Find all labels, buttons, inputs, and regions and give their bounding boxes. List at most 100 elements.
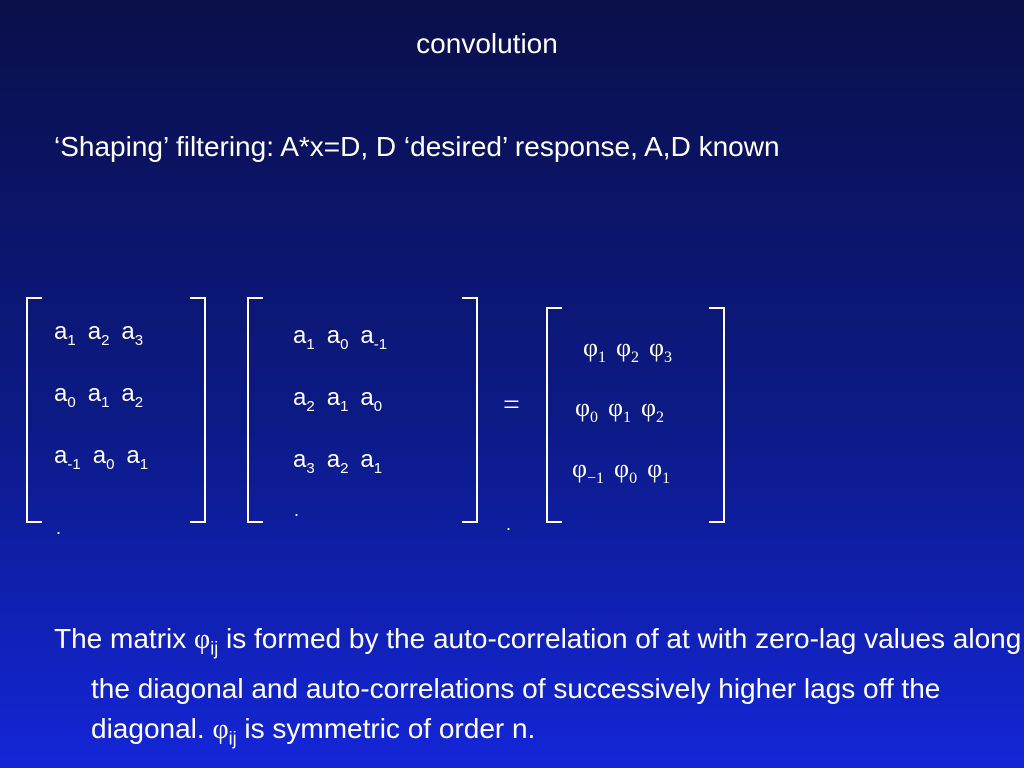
- matrix-cell: φ2: [641, 393, 664, 426]
- cell-subscript: 0: [590, 409, 599, 427]
- matrix-cell: a2: [121, 380, 143, 411]
- cell-base: φ: [608, 393, 624, 422]
- cell-subscript: 3: [664, 349, 673, 367]
- matrix-cell: φ0: [575, 393, 598, 426]
- cell-subscript: 0: [629, 470, 638, 488]
- phi-symbol: φ: [212, 713, 229, 745]
- cell-base: φ: [572, 454, 588, 483]
- phi-subscript: ij: [228, 728, 237, 749]
- cell-base: a: [54, 318, 68, 345]
- matrix-a-left-bracket: [26, 297, 42, 523]
- cell-subscript: -1: [67, 455, 81, 473]
- cell-base: φ: [649, 333, 665, 362]
- phi-subscript: ij: [210, 638, 219, 659]
- cell-subscript: 3: [134, 331, 144, 349]
- matrix-b-left-bracket: [247, 297, 263, 523]
- cell-subscript: 1: [67, 331, 76, 349]
- matrix-cell: φ3: [649, 333, 672, 366]
- matrix-cell: a2: [326, 446, 349, 477]
- cell-base: a: [54, 380, 68, 407]
- cell-base: a: [87, 318, 102, 345]
- cell-subscript: 1: [662, 470, 671, 488]
- cell-subscript: 2: [340, 459, 349, 477]
- matrix-cell: a3: [293, 446, 315, 477]
- cell-subscript: 1: [598, 349, 607, 367]
- matrix-phi-left-bracket: [546, 307, 562, 523]
- cell-base: φ: [575, 393, 591, 422]
- matrix-cell: φ0: [614, 454, 637, 487]
- cell-subscript: 3: [306, 459, 315, 477]
- cell-subscript: 1: [623, 409, 632, 427]
- slide-title: convolution: [416, 28, 558, 59]
- matrix-cell: φ1: [647, 454, 670, 487]
- matrix-cell: a0: [54, 380, 76, 411]
- cell-subscript: 1: [340, 397, 349, 415]
- cell-base: φ: [641, 393, 657, 422]
- equals-sign: =: [503, 388, 520, 421]
- cell-base: a: [92, 442, 107, 469]
- cell-base: φ: [616, 333, 632, 362]
- matrix-cell: φ1: [608, 393, 631, 426]
- matrix-cell: a3: [121, 318, 143, 349]
- cell-base: φ: [647, 454, 663, 483]
- cell-subscript: 0: [67, 393, 76, 411]
- cell-base: a: [326, 322, 341, 349]
- cell-base: φ: [583, 333, 599, 362]
- matrix-phi-right-bracket: [709, 307, 725, 523]
- explanation-paragraph: The matrix φij is formed by the auto-cor…: [54, 619, 1024, 758]
- cell-subscript: 1: [139, 455, 149, 473]
- cell-base: a: [360, 322, 374, 349]
- cell-subscript: 2: [306, 397, 315, 415]
- matrix-cell: a0: [326, 322, 349, 353]
- cell-base: a: [326, 446, 341, 473]
- phi-symbol: φ: [194, 624, 211, 655]
- cell-base: a: [87, 380, 102, 407]
- cell-base: a: [293, 322, 307, 349]
- matrix-cell: a0: [360, 384, 382, 415]
- cell-subscript: 2: [656, 409, 665, 427]
- cell-subscript: 0: [106, 455, 115, 473]
- matrix-cell: a-1: [54, 442, 81, 473]
- matrix-cell: a1: [360, 446, 382, 477]
- matrix-cell: a2: [293, 384, 315, 415]
- cell-subscript: −1: [587, 470, 605, 488]
- equals-dot: .: [506, 514, 512, 534]
- matrix-cell: φ−1: [572, 454, 604, 487]
- cell-base: a: [360, 446, 374, 473]
- cell-base: a: [293, 384, 307, 411]
- matrix-cell: a0: [92, 442, 115, 473]
- cell-subscript: 1: [373, 459, 383, 477]
- cell-subscript: 0: [373, 397, 383, 415]
- para-text-3: is symmetric of order n.: [236, 712, 536, 744]
- cell-base: a: [293, 446, 307, 473]
- cell-subscript: 2: [631, 349, 640, 367]
- cell-subscript: 1: [306, 335, 315, 353]
- matrix-cell: φ2: [616, 333, 639, 366]
- matrix-cell: a1: [126, 442, 148, 473]
- para-text-1: The matrix: [54, 623, 195, 654]
- cell-base: φ: [614, 454, 630, 483]
- cell-subscript: 2: [101, 331, 110, 349]
- cell-subscript: 0: [340, 335, 349, 353]
- matrix-b-right-bracket: [462, 297, 478, 523]
- cell-base: a: [126, 442, 140, 469]
- cell-subscript: -1: [373, 335, 388, 353]
- cell-base: a: [360, 384, 374, 411]
- cell-base: a: [326, 384, 341, 411]
- matrix-cell: a1: [293, 322, 315, 353]
- cell-subscript: 2: [134, 393, 144, 411]
- matrix-cell: a1: [87, 380, 110, 411]
- matrix-cell: a1: [326, 384, 349, 415]
- cell-base: a: [54, 442, 68, 469]
- matrix-cell: a1: [54, 318, 76, 349]
- matrix-cell: a-1: [360, 322, 387, 353]
- matrix-cell: φ1: [583, 333, 606, 366]
- matrix-a-dot: .: [56, 518, 62, 538]
